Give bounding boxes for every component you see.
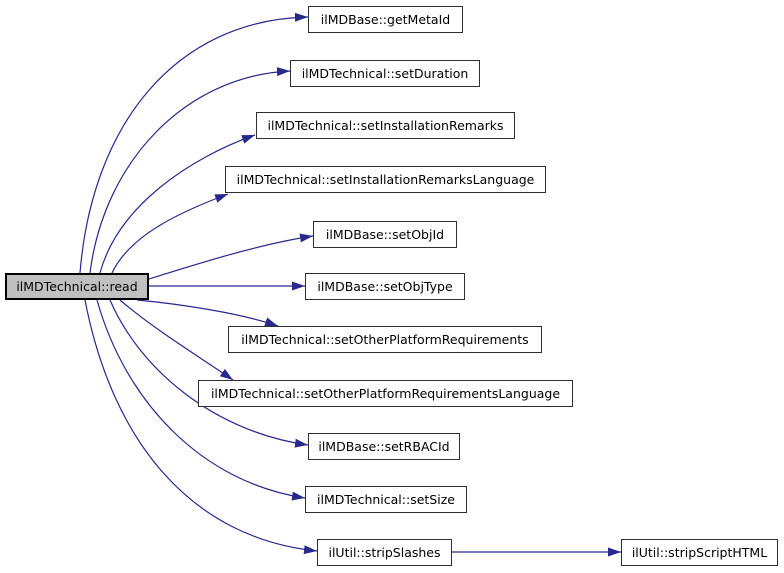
node-setOtherPlatformRequirements[interactable]: ilMDTechnical::setOtherPlatformRequireme… <box>228 326 542 353</box>
node-setSize[interactable]: ilMDTechnical::setSize <box>305 486 467 513</box>
edge-read-to-getMetaId <box>79 12 309 274</box>
edge-read-to-setOtherPlatformRequirementsLanguage <box>119 299 234 381</box>
edge-read-to-setInstallationRemarks <box>99 134 256 274</box>
node-stripSlashes[interactable]: ilUtil::stripSlashes <box>317 539 452 566</box>
edge-read-to-setDuration <box>89 67 291 274</box>
edge-read-to-setOtherPlatformRequirements <box>136 299 279 327</box>
node-setDuration[interactable]: ilMDTechnical::setDuration <box>290 60 480 87</box>
edge-read-to-setSize <box>96 299 306 501</box>
node-setOtherPlatformRequirementsLanguage[interactable]: ilMDTechnical::setOtherPlatformRequireme… <box>198 380 573 407</box>
node-setInstallationRemarksLanguage[interactable]: ilMDTechnical::setInstallationRemarksLan… <box>225 166 546 193</box>
node-setInstallationRemarks[interactable]: ilMDTechnical::setInstallationRemarks <box>256 112 515 139</box>
edge-read-to-stripSlashes <box>84 299 318 555</box>
node-stripScriptHTML[interactable]: ilUtil::stripScriptHTML <box>621 539 778 566</box>
edge-read-to-setObjId <box>148 233 314 280</box>
edge-read-to-setRBACId <box>109 299 309 448</box>
node-getMetaId[interactable]: ilMDBase::getMetaId <box>308 6 463 33</box>
node-read: ilMDTechnical::read <box>5 273 149 300</box>
node-setObjType[interactable]: ilMDBase::setObjType <box>305 273 465 300</box>
node-setObjId[interactable]: ilMDBase::setObjId <box>313 221 457 248</box>
node-setRBACId[interactable]: ilMDBase::setRBACId <box>308 433 460 460</box>
edge-read-to-setInstallationRemarksLanguage <box>111 193 229 274</box>
